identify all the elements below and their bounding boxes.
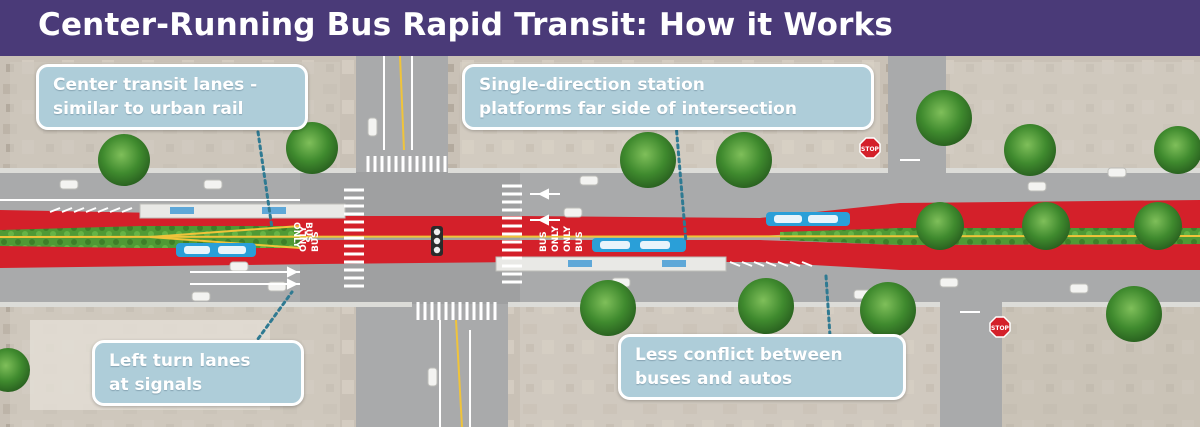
leader-line-center-lanes bbox=[256, 130, 274, 230]
buses bbox=[176, 212, 850, 257]
leader-line-platforms bbox=[674, 122, 688, 244]
callout-line: platforms far side of intersection bbox=[479, 99, 797, 119]
leader-line-left-turn bbox=[248, 290, 294, 352]
bus-only-text-3: ONLY bbox=[299, 225, 309, 252]
bus-only-markings: ONLY BUS ONLY BUS BUS ONLY ONLY BUS bbox=[291, 222, 585, 252]
leader-line-conflict bbox=[824, 274, 832, 338]
page-title: Center-Running Bus Rapid Transit: How it… bbox=[38, 7, 894, 43]
bus-only-text-2: BUS bbox=[303, 222, 313, 243]
callout-line: Single-direction station bbox=[479, 75, 705, 95]
stop-sign-text-2: STOP bbox=[991, 325, 1010, 332]
title-banner: Center-Running Bus Rapid Transit: How it… bbox=[0, 0, 1200, 56]
bus-only-text-7: ONLY bbox=[563, 225, 573, 252]
callout-line: similar to urban rail bbox=[53, 99, 244, 119]
callout-center-transit-lanes: Center transit lanes - similar to urban … bbox=[36, 64, 308, 130]
bus-only-text-8: BUS bbox=[575, 231, 585, 252]
bus-only-text-4: BUS bbox=[311, 231, 321, 252]
stop-sign-text-1: STOP bbox=[861, 146, 880, 153]
callout-line: Left turn lanes bbox=[109, 351, 251, 371]
lane-markings bbox=[0, 56, 980, 427]
callout-line: Center transit lanes - bbox=[53, 75, 258, 95]
stop-sign-icon: STOP bbox=[989, 316, 1011, 338]
bus-only-text-5: BUS bbox=[539, 231, 549, 252]
crosswalk-stripes bbox=[344, 156, 522, 320]
callout-line: at signals bbox=[109, 375, 203, 395]
stop-sign-icon: STOP bbox=[859, 137, 881, 159]
bus-only-text-6: ONLY bbox=[551, 225, 561, 252]
bus-only-text-1: ONLY bbox=[291, 222, 301, 249]
trees bbox=[0, 90, 1200, 392]
leader-lines bbox=[248, 122, 832, 352]
callout-line: buses and autos bbox=[635, 369, 793, 389]
callout-less-conflict: Less conflict between buses and autos bbox=[618, 334, 906, 400]
station-platforms bbox=[49, 203, 813, 272]
callout-station-platforms: Single-direction station platforms far s… bbox=[462, 64, 874, 130]
callout-line: Less conflict between bbox=[635, 345, 843, 365]
traffic-signal-icon bbox=[431, 226, 443, 256]
cars bbox=[59, 117, 1127, 387]
callout-left-turn-lanes: Left turn lanes at signals bbox=[92, 340, 304, 406]
bus-lanes bbox=[0, 200, 1200, 270]
